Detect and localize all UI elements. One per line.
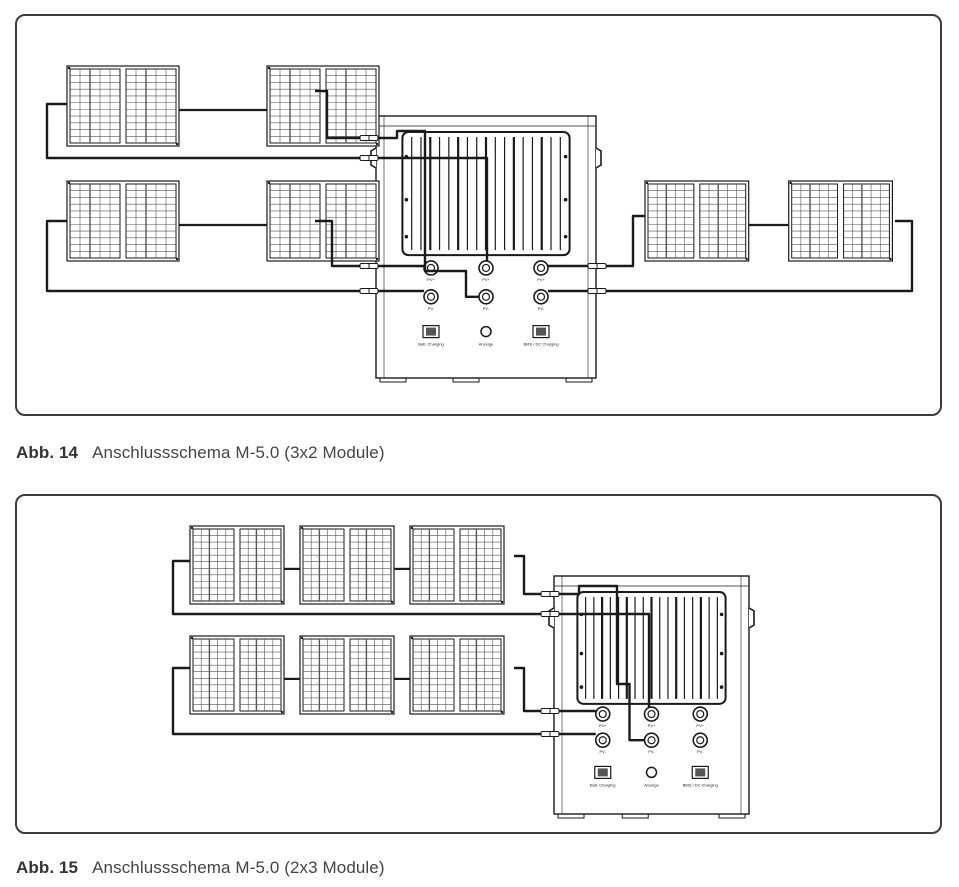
connector-icon: [359, 135, 379, 141]
connector-icon: [359, 263, 379, 269]
port-label: PV+: [599, 723, 607, 728]
figure-title: Anschlussschema M-5.0 (3x2 Module): [92, 443, 385, 462]
port-label: PV-: [697, 749, 704, 754]
figure-number: Abb. 15: [16, 858, 79, 877]
solar-module-icon: [266, 65, 380, 147]
pv-cable: [514, 666, 596, 713]
dc-port-label: BMS / DC Charging: [683, 782, 718, 787]
pv-port-icon: PV+: [594, 706, 611, 728]
solar-module-icon: [189, 635, 285, 715]
port-label: PV-: [428, 306, 435, 311]
dc-port-icon: BMS / DC Charging: [523, 325, 559, 347]
figure-number: Abb. 14: [16, 443, 79, 462]
display-button-label: Anzeige: [644, 782, 659, 787]
port-label: PV+: [537, 277, 545, 282]
figure-14-diagram: PV+ PV+ PV+ PV- PV- PV- Batt. Charging Anzeige B…: [15, 14, 942, 416]
connector-icon: [587, 288, 607, 294]
dc-port-label: BMS / DC Charging: [523, 342, 558, 347]
connector-icon: [359, 155, 379, 161]
solar-module-icon: [299, 635, 395, 715]
display-button-label: Anzeige: [479, 342, 494, 347]
figure-15-diagram: PV+ PV+ PV+ PV- PV- PV- Batt. Charging Anzeige B…: [15, 494, 942, 834]
wiring-diagram-3x2: PV+ PV+ PV+ PV- PV- PV- Batt. Charging Anzeige B…: [45, 65, 914, 383]
dc-port-icon: BMS / DC Charging: [683, 765, 718, 787]
solar-module-icon: [409, 525, 505, 605]
wiring-diagram-2x3: PV+ PV+ PV+ PV- PV- PV- Batt. Charging Anzeige B…: [171, 525, 755, 819]
figure-14-caption: Abb. 14 Anschlussschema M-5.0 (3x2 Module…: [16, 443, 385, 463]
solar-module-icon: [66, 180, 180, 262]
connector-icon: [540, 708, 560, 714]
pv-cable: [45, 219, 424, 293]
pv-port-icon: PV+: [692, 706, 709, 728]
port-label: PV-: [648, 749, 655, 754]
solar-module-icon: [299, 525, 395, 605]
connector-icon: [359, 288, 379, 294]
port-label: PV-: [483, 306, 490, 311]
handle-icon: [748, 607, 755, 629]
display-button-icon: [645, 766, 658, 779]
port-label: PV+: [648, 723, 656, 728]
figure-title: Anschlussschema M-5.0 (2x3 Module): [92, 858, 385, 877]
handle-icon: [595, 147, 602, 169]
pv-cable: [171, 559, 651, 708]
figure-15-caption: Abb. 15 Anschlussschema M-5.0 (2x3 Module…: [16, 858, 385, 878]
pv-port-icon: PV-: [533, 288, 549, 311]
solar-module-icon: [66, 65, 180, 147]
pv-cable: [548, 219, 914, 293]
solar-module-icon: [409, 635, 505, 715]
connector-icon: [540, 591, 560, 597]
solar-module-icon: [189, 525, 285, 605]
storage-unit-icon: PV+ PV+ PV+ PV- PV- PV- Batt. Charging Anzeige B…: [548, 575, 755, 819]
charging-port-icon: Batt. Charging: [418, 325, 444, 347]
port-label: PV+: [696, 723, 704, 728]
pv-cable: [171, 666, 596, 736]
charging-port-label: Batt. Charging: [418, 342, 444, 347]
connector-icon: [587, 263, 607, 269]
pv-cable: [514, 554, 645, 742]
connector-icon: [540, 611, 560, 617]
solar-module-icon: [644, 180, 750, 262]
port-label: PV+: [427, 277, 435, 282]
port-label: PV-: [538, 306, 545, 311]
port-label: PV+: [482, 277, 490, 282]
pv-port-icon: PV+: [533, 260, 549, 282]
pv-port-icon: PV-: [423, 288, 439, 311]
connector-icon: [540, 731, 560, 737]
pv-port-icon: PV+: [643, 706, 660, 728]
port-label: PV-: [600, 749, 607, 754]
display-button-icon: [480, 325, 492, 338]
pv-port-icon: PV+: [478, 260, 494, 282]
charging-port-label: Batt. Charging: [590, 782, 616, 787]
pv-cable: [315, 89, 479, 298]
charging-port-icon: Batt. Charging: [590, 765, 616, 787]
pv-port-icon: PV-: [692, 732, 709, 754]
solar-module-icon: [788, 180, 894, 262]
pv-port-icon: PV-: [594, 732, 611, 754]
